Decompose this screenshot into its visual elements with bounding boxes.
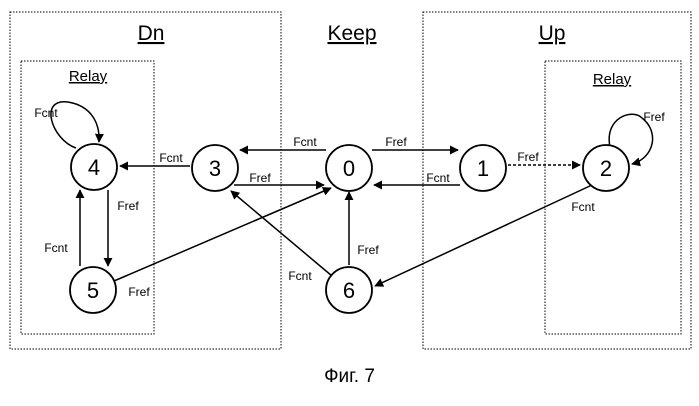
- edge-label-3-to-4: Fcnt: [159, 151, 183, 165]
- edge-label-2-self: Fref: [643, 110, 665, 124]
- state-label-5: 5: [87, 278, 99, 303]
- state-label-4: 4: [88, 155, 100, 180]
- edge-5-to-0: [114, 188, 331, 281]
- state-node-3: 3: [192, 145, 238, 191]
- region-title-up: Up: [539, 22, 566, 45]
- state-node-2: 2: [583, 145, 629, 191]
- edge-label-6-to-0: Fref: [357, 243, 379, 257]
- state-label-1: 1: [477, 156, 489, 181]
- relay-title-dn: Relay: [69, 68, 108, 85]
- edge-label-2-to-6: Fcnt: [571, 200, 595, 214]
- edge-label-1-to-0: Fcnt: [426, 171, 450, 185]
- edge-label-0-to-3: Fcnt: [293, 135, 317, 149]
- state-label-3: 3: [209, 156, 221, 181]
- state-label-6: 6: [343, 278, 355, 303]
- state-label-2: 2: [600, 156, 612, 181]
- edge-4-self-loop: [51, 102, 99, 148]
- figure-caption: Фиг. 7: [0, 366, 699, 388]
- region-title-dn: Dn: [138, 22, 165, 45]
- state-node-1: 1: [460, 145, 506, 191]
- edge-label-5-to-0: Fref: [128, 285, 150, 299]
- state-node-4: 4: [71, 144, 117, 190]
- edge-label-5-to-4: Fcnt: [44, 241, 68, 255]
- edge-label-6-to-3: Fcnt: [288, 269, 312, 283]
- state-node-5: 5: [70, 267, 116, 313]
- state-node-0: 0: [326, 145, 372, 191]
- state-label-0: 0: [343, 156, 355, 181]
- edge-label-0-to-1: Fref: [385, 135, 407, 149]
- edge-label-1-to-2: Fref: [517, 150, 539, 164]
- edge-label-3-to-0: Fref: [249, 171, 271, 185]
- state-node-6: 6: [326, 267, 372, 313]
- relay-title-up: Relay: [593, 71, 632, 88]
- edge-label-4-self: Fcnt: [34, 106, 58, 120]
- edge-2-to-6: [375, 185, 592, 286]
- region-title-keep: Keep: [327, 22, 376, 45]
- edge-label-4-to-5: Fref: [117, 199, 139, 213]
